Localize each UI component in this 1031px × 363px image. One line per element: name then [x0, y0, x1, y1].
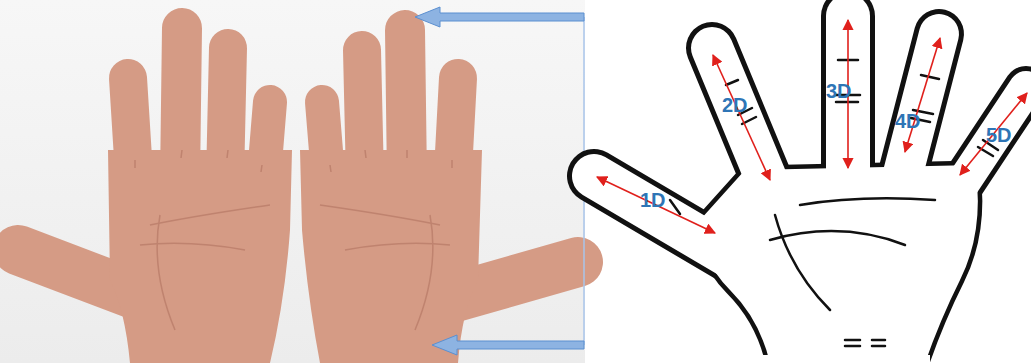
palm — [108, 150, 292, 363]
crease — [345, 243, 450, 250]
callout-label: 5D — [986, 124, 1012, 146]
crease — [320, 205, 440, 225]
callout-label: 2D — [722, 94, 748, 116]
measure-arrow — [713, 55, 770, 180]
palm-crease — [800, 198, 935, 205]
crease — [157, 215, 175, 330]
callout-label: 3D — [826, 80, 852, 102]
palm-fill — [700, 165, 978, 363]
measure-arrow — [597, 177, 715, 233]
palm-creases — [320, 150, 452, 330]
hand-outline — [594, 16, 1026, 363]
photo-background — [0, 0, 585, 363]
hand-creases — [670, 60, 998, 346]
pointer-arrow — [432, 335, 584, 355]
callout-label: 4D — [895, 110, 921, 132]
measure-arrows — [597, 20, 1027, 233]
callout-label: 1D — [640, 189, 666, 211]
palm-crease — [775, 215, 830, 310]
crease — [135, 150, 262, 172]
crease — [330, 150, 452, 172]
palm — [300, 150, 482, 363]
finger-fill — [900, 34, 939, 185]
measure-arrow — [960, 93, 1027, 175]
wrist-fill — [760, 355, 930, 363]
measure-arrow — [905, 38, 940, 152]
finger-outline — [821, 16, 875, 190]
wrist-mark — [845, 340, 885, 346]
crease — [140, 243, 245, 250]
finger-fill — [826, 16, 870, 190]
pointer-arrow — [415, 7, 584, 27]
palm-creases — [135, 150, 270, 330]
crease — [415, 215, 433, 330]
palm-crease — [770, 231, 905, 245]
crease — [150, 205, 270, 225]
palm-outline — [700, 165, 978, 363]
